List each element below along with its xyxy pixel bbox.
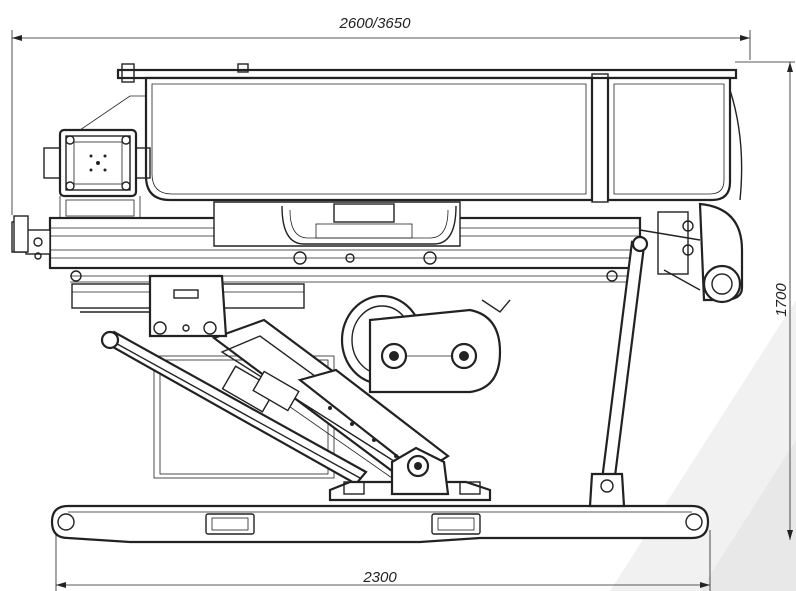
engine-block — [43, 95, 151, 219]
dimension-base-length: 2300 — [55, 530, 711, 591]
dimension-height: 1700 — [735, 61, 795, 540]
inclined-boom — [211, 318, 450, 482]
winch-assembly — [340, 294, 511, 394]
radiator-drum — [213, 201, 461, 247]
support-strut — [588, 235, 649, 508]
background-glare — [610, 300, 796, 591]
hydraulic-cylinder — [100, 330, 368, 486]
base-skid — [50, 504, 710, 544]
dimension-overall-width-label: 2600/3650 — [339, 15, 412, 32]
dimension-base-length-label: 2300 — [362, 569, 397, 586]
base-mount — [328, 446, 492, 502]
dimension-overall-width: 2600/3650 — [11, 15, 751, 215]
right-wheel-assembly — [639, 202, 744, 304]
tow-coupling — [13, 215, 43, 260]
fuel-tank — [116, 63, 743, 203]
dimension-height-label: 1700 — [773, 283, 790, 317]
pivot-bracket — [80, 274, 228, 338]
